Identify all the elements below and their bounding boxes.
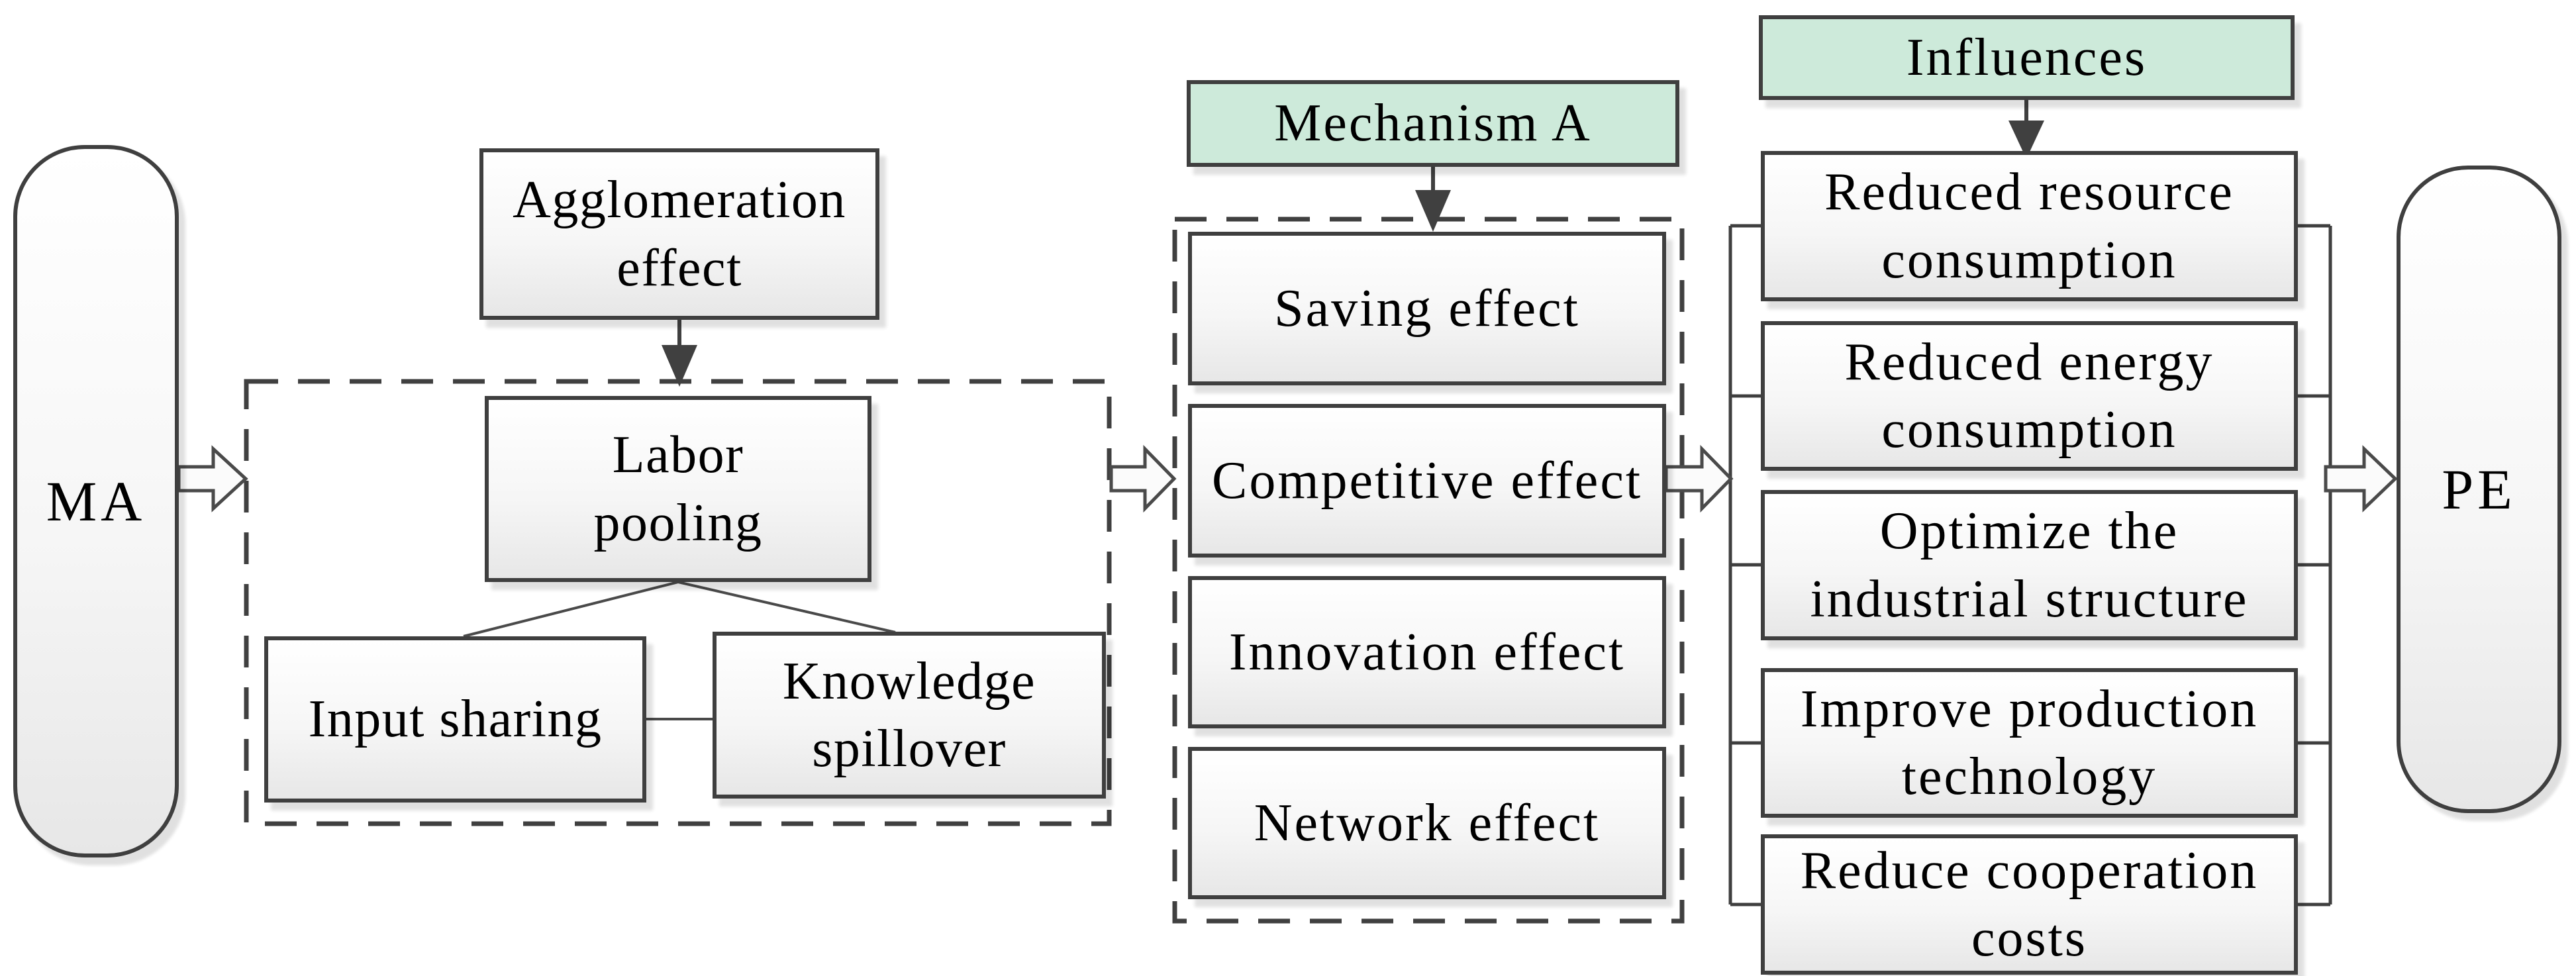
reduced-resource-consumption-box: Reduced resource consumption [1761,151,2298,301]
reduce-cooperation-costs-label: Reduce cooperation costs [1800,841,2259,967]
improve-production-technology-box: Improve production technology [1761,668,2298,818]
reduced-energy-consumption-label: Reduced energy consumption [1844,332,2214,459]
influences-header: Influences [1759,15,2295,100]
mechanism-a-header: Mechanism A [1187,80,1679,167]
pe-node: PE [2397,166,2561,813]
competitive-effect-label: Competitive effect [1211,451,1643,510]
labor-pooling-branch-lines [463,580,896,638]
saving-effect-label: Saving effect [1274,279,1580,338]
network-effect-box: Network effect [1188,747,1666,899]
improve-production-technology-label: Improve production technology [1800,679,2259,806]
agglomeration-effect-label: Agglomeration effect [513,171,846,297]
influences-header-label: Influences [1906,28,2148,87]
mechanism-cluster-frame [1172,217,1685,924]
labor-pooling-box: Labor pooling [485,396,871,582]
down-arrow-icon [1415,167,1451,232]
optimize-industrial-structure-label: Optimize the industrial structure [1810,502,2249,628]
network-effect-label: Network effect [1254,793,1601,852]
flow-arrow-icon-ma-to-cluster [177,445,248,512]
input-sharing-label: Input sharing [308,690,603,749]
down-arrow-icon [2008,100,2044,159]
reduced-energy-consumption-box: Reduced energy consumption [1761,321,2298,471]
reduce-cooperation-costs-box: Reduce cooperation costs [1761,834,2298,975]
mechanism-a-header-label: Mechanism A [1274,94,1592,153]
flow-arrow-icon-mechanism-to-influences [1664,444,1734,513]
influences-left-bracket [1728,224,1762,906]
down-arrow-icon [662,320,697,387]
competitive-effect-box: Competitive effect [1188,404,1666,558]
reduced-resource-consumption-label: Reduced resource consumption [1824,163,2234,289]
influences-right-bracket [2298,224,2332,906]
optimize-industrial-structure-box: Optimize the industrial structure [1761,490,2298,640]
innovation-effect-label: Innovation effect [1228,622,1626,681]
agglomeration-effect-box: Agglomeration effect [479,148,879,320]
saving-effect-box: Saving effect [1188,232,1666,385]
ma-node: MA [13,145,179,857]
knowledge-spillover-box: Knowledge spillover [713,632,1106,799]
labor-pooling-label: Labor pooling [593,426,763,552]
pe-node-label: PE [2442,457,2516,521]
flow-arrow-icon-cluster-to-mechanism [1109,444,1177,513]
knowledge-spillover-label: Knowledge spillover [782,652,1036,778]
innovation-effect-box: Innovation effect [1188,576,1666,728]
flow-arrow-icon-influences-to-pe [2324,445,2398,512]
ma-node-label: MA [46,469,146,533]
input-sharing-box: Input sharing [264,636,646,803]
